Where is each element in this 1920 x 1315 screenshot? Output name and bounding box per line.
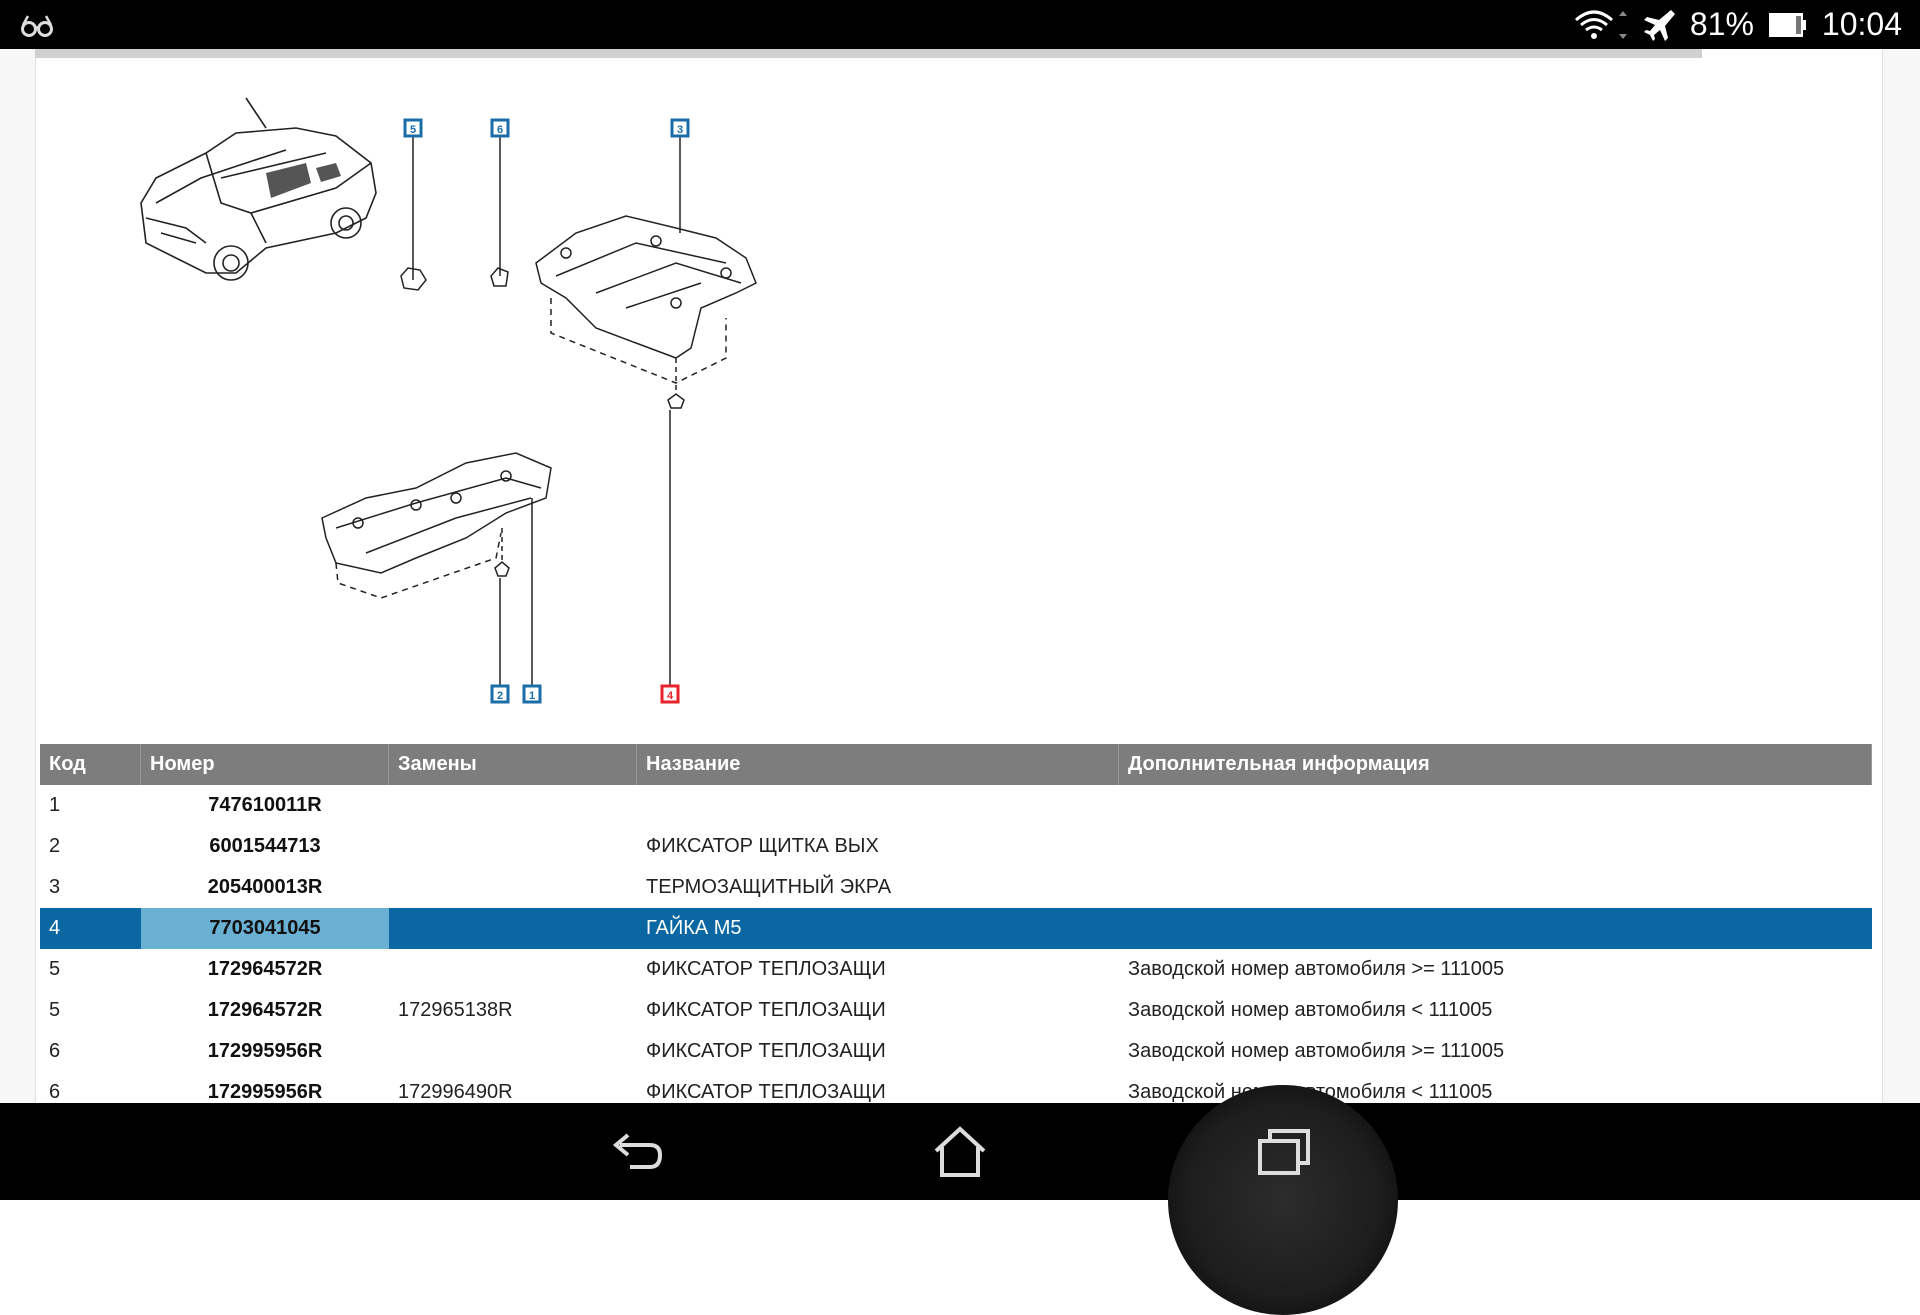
cell-info xyxy=(1119,867,1872,908)
cell-number: 172995956R xyxy=(207,1040,323,1062)
parts-diagram: 5 6 3 2 1 4 xyxy=(140,97,757,704)
cell-replacement: 172996490R xyxy=(398,1081,513,1103)
callout-4-label: 4 xyxy=(667,690,674,702)
back-icon[interactable] xyxy=(606,1123,666,1179)
cell-code: 6 xyxy=(49,1081,61,1103)
cell-code: 5 xyxy=(49,958,61,980)
home-icon[interactable] xyxy=(930,1123,990,1179)
callout-3[interactable]: 3 xyxy=(670,118,690,138)
cell-number: 6001544713 xyxy=(209,835,321,857)
cell-replacement xyxy=(389,826,637,867)
table-row-selected[interactable]: 4 7703041045 ГАЙКА М5 xyxy=(40,908,1872,949)
cell-info: Заводской номер автомобиля >= 111005 xyxy=(1128,958,1505,980)
cell-replacement xyxy=(389,908,637,949)
cell-replacement xyxy=(389,1031,637,1072)
cell-name xyxy=(637,785,1119,826)
cell-replacement xyxy=(389,785,637,826)
cell-number: 172964572R xyxy=(207,958,323,980)
content-area: 5 6 3 2 1 4 Код Номер Замены Название xyxy=(0,49,1920,1103)
cell-number: 7703041045 xyxy=(141,908,389,949)
table-row[interactable]: 2 6001544713 ФИКСАТОР ЩИТКА ВЫХ xyxy=(40,826,1872,867)
cell-code: 4 xyxy=(49,917,61,939)
cell-code: 3 xyxy=(49,876,61,898)
cell-info: Заводской номер автомобиля < 111005 xyxy=(1128,999,1493,1021)
callout-4-highlighted[interactable]: 4 xyxy=(660,684,680,704)
cell-name: ТЕРМОЗАЩИТНЫЙ ЭКРА xyxy=(646,876,892,898)
cell-replacement xyxy=(389,949,637,990)
header-number[interactable]: Номер xyxy=(141,744,389,785)
table-row[interactable]: 6 172995956R 172996490R ФИКСАТОР ТЕПЛОЗА… xyxy=(40,1072,1872,1103)
cell-name: ФИКСАТОР ТЕПЛОЗАЩИ xyxy=(646,1040,886,1062)
cell-info xyxy=(1119,826,1872,867)
status-bar: 81% 10:04 xyxy=(0,0,1920,49)
cell-name: ФИКСАТОР ЩИТКА ВЫХ xyxy=(646,835,879,857)
clock: 10:04 xyxy=(1821,6,1902,42)
car-illustration xyxy=(140,97,377,281)
clip-6-drawing xyxy=(490,122,509,287)
callout-6-label: 6 xyxy=(497,124,503,136)
recent-apps-icon[interactable] xyxy=(1254,1123,1314,1179)
clip-5-drawing xyxy=(400,122,427,291)
header-info[interactable]: Дополнительная информация xyxy=(1119,744,1872,785)
heat-shield-lower xyxy=(321,452,552,686)
wifi-icon xyxy=(1574,10,1627,39)
parts-table: Код Номер Замены Название Дополнительная… xyxy=(40,744,1872,1103)
cell-code: 1 xyxy=(49,794,61,816)
header-name[interactable]: Название xyxy=(637,744,1119,785)
table-row[interactable]: 6 172995956R ФИКСАТОР ТЕПЛОЗАЩИ Заводско… xyxy=(40,1031,1872,1072)
glasses-icon xyxy=(21,15,53,37)
cell-info xyxy=(1119,785,1872,826)
left-frame xyxy=(0,49,36,1103)
cell-name: ГАЙКА М5 xyxy=(646,917,742,939)
heat-shield-upper xyxy=(535,122,757,686)
cell-name: ФИКСАТОР ТЕПЛОЗАЩИ xyxy=(646,1081,886,1103)
callout-2-label: 2 xyxy=(497,690,503,702)
callout-3-label: 3 xyxy=(677,124,683,136)
callout-2[interactable]: 2 xyxy=(490,684,510,704)
callout-6[interactable]: 6 xyxy=(490,118,510,138)
table-row[interactable]: 1 747610011R xyxy=(40,785,1872,826)
callout-5-label: 5 xyxy=(410,124,416,136)
cell-info xyxy=(1119,908,1872,949)
cell-code: 2 xyxy=(49,835,61,857)
cell-number: 172964572R xyxy=(207,999,323,1021)
table-header: Код Номер Замены Название Дополнительная… xyxy=(40,744,1872,785)
right-frame xyxy=(1882,49,1920,1103)
cell-replacement xyxy=(389,867,637,908)
airplane-icon xyxy=(1643,9,1675,41)
recent-button-glow xyxy=(1168,1085,1398,1315)
cell-code: 6 xyxy=(49,1040,61,1062)
table-row[interactable]: 5 172964572R ФИКСАТОР ТЕПЛОЗАЩИ Заводско… xyxy=(40,949,1872,990)
callout-1-label: 1 xyxy=(529,690,535,702)
battery-icon xyxy=(1768,12,1806,37)
horizontal-scrollbar[interactable] xyxy=(35,49,1702,58)
cell-name: ФИКСАТОР ТЕПЛОЗАЩИ xyxy=(646,999,886,1021)
navigation-bar xyxy=(0,1085,1920,1315)
cell-name: ФИКСАТОР ТЕПЛОЗАЩИ xyxy=(646,958,886,980)
table-row[interactable]: 3 205400013R ТЕРМОЗАЩИТНЫЙ ЭКРА xyxy=(40,867,1872,908)
header-code[interactable]: Код xyxy=(40,744,141,785)
cell-number: 205400013R xyxy=(207,876,323,898)
callout-5[interactable]: 5 xyxy=(403,118,423,138)
cell-number: 172995956R xyxy=(207,1081,323,1103)
cell-number: 747610011R xyxy=(208,794,322,816)
battery-percent: 81% xyxy=(1689,6,1754,42)
callout-1[interactable]: 1 xyxy=(522,684,542,704)
cell-code: 5 xyxy=(49,999,61,1021)
header-replacements[interactable]: Замены xyxy=(389,744,637,785)
cell-replacement: 172965138R xyxy=(398,999,513,1021)
cell-info: Заводской номер автомобиля >= 111005 xyxy=(1128,1040,1505,1062)
table-row[interactable]: 5 172964572R 172965138R ФИКСАТОР ТЕПЛОЗА… xyxy=(40,990,1872,1031)
